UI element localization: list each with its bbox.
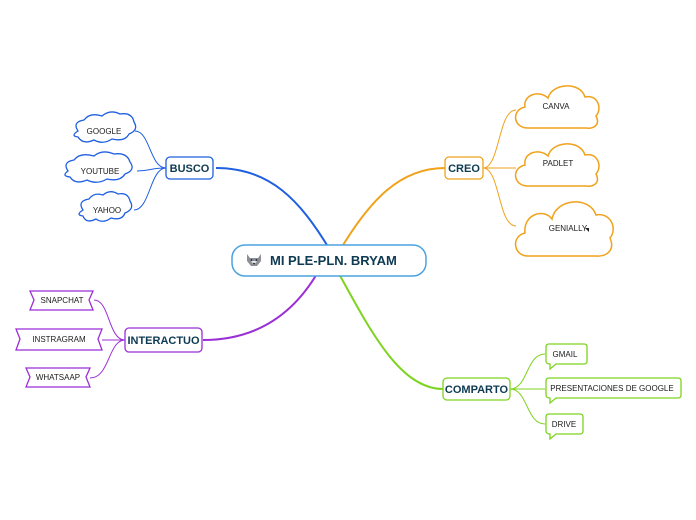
- creo-subconnectors: [482, 109, 517, 227]
- comparto-subconnectors: [509, 353, 546, 425]
- callout-drive[interactable]: DRIVE: [545, 413, 584, 441]
- cloud-canva-label: CANVA: [543, 102, 571, 111]
- badge-snapchat-label: SNAPCHAT: [41, 296, 84, 305]
- connector-interactuo: [202, 271, 319, 341]
- busco-subconnectors: [133, 130, 167, 211]
- branch-interactuo[interactable]: INTERACTUO: [124, 327, 203, 353]
- callout-presentaciones-label: PRESENTACIONES DE GOOGLE: [550, 384, 673, 393]
- branch-creo-label: CREO: [448, 163, 480, 175]
- cloud-padlet[interactable]: PADLET: [514, 143, 600, 187]
- cloud-genially[interactable]: GENIALLY: [514, 201, 614, 257]
- callout-gmail-label: GMAIL: [553, 350, 578, 359]
- branch-busco[interactable]: BUSCO: [165, 156, 214, 180]
- connector-busco: [215, 167, 331, 251]
- badge-instragram[interactable]: INSTRAGRAM: [15, 328, 103, 351]
- cloud-google-label: GOOGLE: [87, 127, 122, 136]
- cloud-google[interactable]: GOOGLE: [73, 111, 137, 143]
- branch-comparto[interactable]: COMPARTO: [442, 377, 511, 401]
- callout-presentaciones[interactable]: PRESENTACIONES DE GOOGLE: [545, 377, 682, 405]
- central-title: MI PLE-PLN. BRYAM: [270, 253, 397, 268]
- badge-instragram-label: INSTRAGRAM: [32, 335, 86, 344]
- callout-drive-label: DRIVE: [552, 420, 576, 429]
- badge-snapchat[interactable]: SNAPCHAT: [28, 290, 95, 311]
- connector-comparto: [337, 271, 444, 390]
- callout-gmail[interactable]: GMAIL: [545, 343, 588, 371]
- cloud-padlet-label: PADLET: [543, 159, 574, 168]
- central-node[interactable]: MI PLE-PLN. BRYAM: [231, 244, 427, 277]
- branch-creo[interactable]: CREO: [444, 156, 484, 180]
- cloud-youtube[interactable]: YOUTUBE: [64, 151, 133, 183]
- cloud-youtube-label: YOUTUBE: [81, 167, 120, 176]
- interactuo-subconnectors: [89, 299, 126, 379]
- cloud-yahoo[interactable]: YAHOO: [78, 191, 133, 222]
- badge-whatsaap-label: WHATSAAP: [36, 373, 80, 382]
- cloud-canva[interactable]: CANVA: [514, 85, 600, 129]
- branch-busco-label: BUSCO: [170, 163, 210, 175]
- badge-whatsaap[interactable]: WHATSAAP: [24, 367, 92, 388]
- cloud-yahoo-label: YAHOO: [93, 206, 121, 215]
- connector-creo: [339, 167, 446, 251]
- branch-comparto-label: COMPARTO: [445, 384, 509, 396]
- branch-interactuo-label: INTERACTUO: [127, 335, 200, 347]
- corner-marker-icon: [585, 228, 589, 232]
- cloud-genially-label: GENIALLY: [549, 224, 588, 233]
- wolf-icon: [247, 254, 261, 266]
